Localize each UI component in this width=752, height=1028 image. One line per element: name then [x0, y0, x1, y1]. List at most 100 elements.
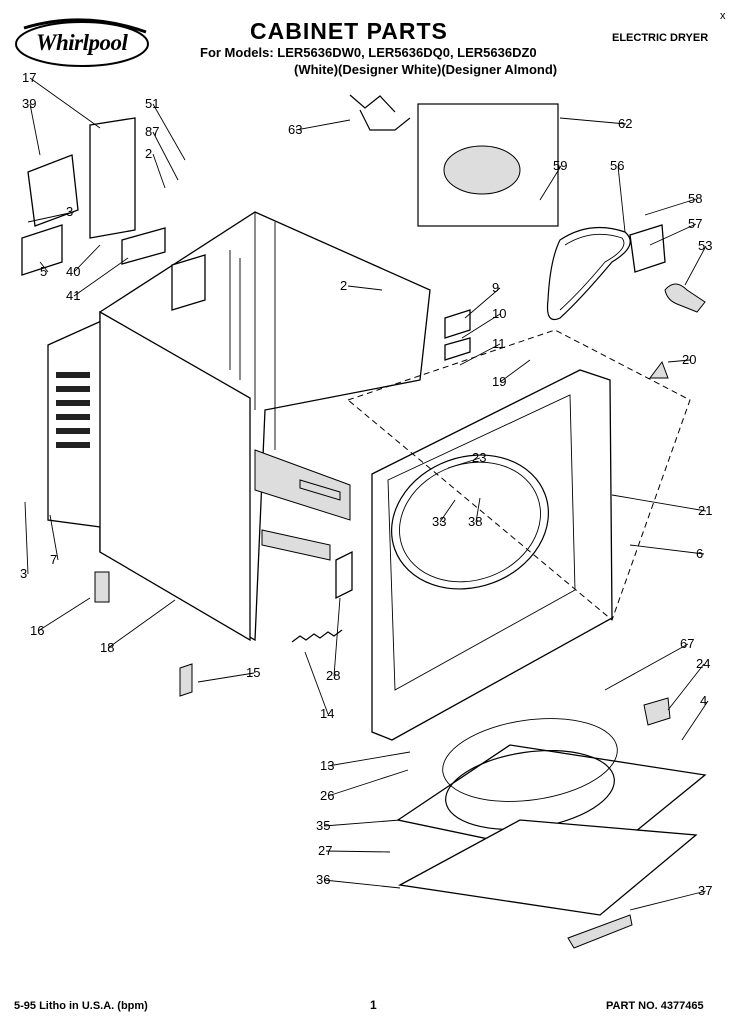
callout-37: 37 — [698, 883, 712, 898]
leader-line — [667, 359, 691, 363]
callout-6: 6 — [696, 546, 703, 561]
leveling-leg — [94, 571, 110, 603]
callout-57: 57 — [688, 216, 702, 231]
leader-line — [447, 457, 481, 469]
leader-line — [644, 198, 697, 216]
color-variants: (White)(Designer White)(Designer Almond) — [294, 62, 558, 77]
callout-41: 41 — [66, 288, 80, 303]
callout-16: 16 — [30, 623, 44, 638]
leader-line — [107, 599, 176, 649]
callout-14: 14 — [320, 706, 334, 721]
logo-swirl-icon — [15, 18, 149, 67]
callout-58: 58 — [688, 191, 702, 206]
leader-line — [73, 257, 129, 297]
leader-line — [304, 651, 329, 715]
leader-line — [323, 879, 401, 889]
callout-4: 4 — [700, 693, 707, 708]
vent-slot — [56, 400, 90, 406]
callout-63: 63 — [288, 122, 302, 137]
vent-slot — [56, 386, 90, 392]
whirlpool-logo: Whirlpool — [14, 14, 164, 70]
leader-line — [347, 285, 383, 291]
leader-line — [681, 700, 709, 741]
leader-line — [152, 131, 179, 181]
callout-33: 33 — [432, 514, 446, 529]
corner-mark: x — [720, 10, 726, 22]
callout-27: 27 — [318, 843, 332, 858]
callout-40: 40 — [66, 264, 80, 279]
callout-53: 53 — [698, 238, 712, 253]
callout-17: 17 — [22, 70, 36, 85]
leader-line — [29, 77, 101, 129]
leader-line — [629, 890, 707, 911]
callout-87: 87 — [145, 124, 159, 139]
callout-59: 59 — [553, 158, 567, 173]
leader-line — [464, 287, 501, 319]
leader-line — [684, 245, 707, 286]
leader-line — [152, 103, 186, 161]
callout-26: 26 — [320, 788, 334, 803]
callout-3: 3 — [20, 566, 27, 581]
leader-line — [475, 497, 481, 523]
top-panel-assembly — [396, 697, 707, 949]
spring-and-hinge — [179, 550, 353, 697]
leader-line — [27, 211, 75, 223]
vent-slot — [56, 372, 90, 378]
callout-23: 23 — [472, 450, 486, 465]
terminal-block-assembly — [21, 117, 206, 311]
leader-line — [611, 494, 707, 512]
callout-18: 18 — [100, 640, 114, 655]
leader-line — [617, 165, 626, 233]
callout-7: 7 — [50, 552, 57, 567]
callout-5: 5 — [40, 264, 47, 279]
callout-39: 39 — [22, 96, 36, 111]
leader-line — [629, 544, 705, 555]
model-list: For Models: LER5636DW0, LER5636DQ0, LER5… — [200, 45, 537, 60]
cabinet-side-panel — [47, 310, 251, 642]
cabinet-front-panel — [346, 329, 691, 741]
leader-line — [197, 672, 255, 683]
leader-line — [152, 153, 166, 189]
callout-35: 35 — [316, 818, 330, 833]
leader-line — [439, 499, 456, 523]
callout-2: 2 — [145, 146, 152, 161]
leader-line — [29, 103, 41, 156]
callout-3: 3 — [66, 204, 73, 219]
vent-slot — [56, 414, 90, 420]
leader-line — [73, 244, 101, 273]
callout-11: 11 — [492, 336, 506, 351]
callout-19: 19 — [492, 374, 506, 389]
leader-line — [539, 165, 562, 201]
brand-name: Whirlpool — [36, 30, 128, 55]
leader-line — [604, 643, 689, 691]
callout-56: 56 — [610, 158, 624, 173]
leader-line — [461, 313, 501, 339]
callout-28: 28 — [326, 668, 340, 683]
callout-15: 15 — [246, 665, 260, 680]
callout-38: 38 — [468, 514, 482, 529]
callout-9: 9 — [492, 280, 499, 295]
page-title: CABINET PARTS — [250, 18, 448, 44]
leader-line — [459, 343, 501, 366]
leader-line — [323, 819, 401, 827]
product-type: ELECTRIC DRYER — [612, 32, 709, 44]
leader-line — [649, 223, 697, 246]
leader-line — [37, 597, 91, 632]
small-parts-right — [444, 224, 706, 379]
motor-assembly — [349, 94, 559, 227]
drive-belt — [546, 226, 631, 321]
leader-line — [325, 850, 391, 853]
callout-36: 36 — [316, 872, 330, 887]
leader-line — [333, 597, 341, 677]
callout-24: 24 — [696, 656, 710, 671]
callout-21: 21 — [698, 503, 712, 518]
leader-line — [24, 501, 29, 575]
vent-slot — [56, 428, 90, 434]
callout-10: 10 — [492, 306, 506, 321]
leader-line — [295, 119, 351, 131]
leader-line — [559, 117, 627, 125]
leader-line — [39, 261, 49, 273]
callout-13: 13 — [320, 758, 334, 773]
vent-slot — [56, 442, 90, 448]
